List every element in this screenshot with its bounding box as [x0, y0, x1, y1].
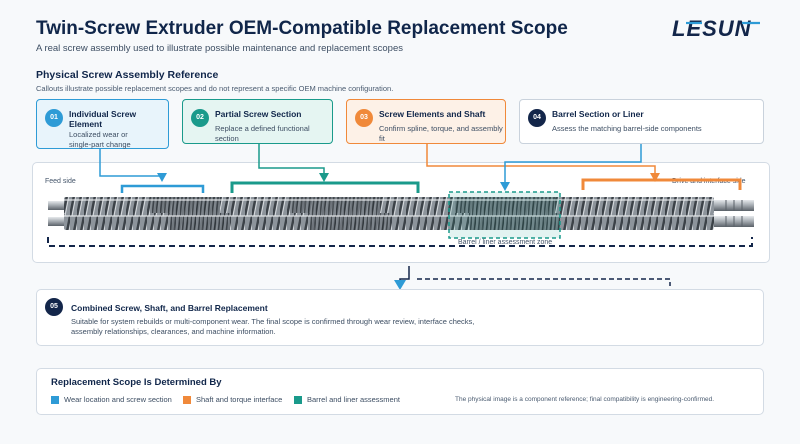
page-title: Twin-Screw Extruder OEM-Compatible Repla… — [36, 18, 568, 39]
connector-03 — [426, 144, 660, 182]
callout-04-desc: Assess the matching barrel-side componen… — [552, 124, 702, 133]
callout-01-badge: 01 — [45, 109, 63, 127]
callout-03-desc: Confirm spline, torque, and assembly fit — [379, 124, 503, 143]
legend-swatch-teal — [294, 396, 302, 404]
connector-02 — [258, 144, 329, 182]
callout-03-title: Screw Elements and Shaft — [379, 109, 486, 119]
scope-legend-card — [36, 368, 764, 415]
callout-02-badge: 02 — [191, 109, 209, 127]
page-subtitle: A real screw assembly used to illustrate… — [36, 43, 403, 54]
bracket-02 — [230, 181, 420, 193]
barrel-zone-label: Barrel / liner assessment zone — [458, 239, 553, 246]
connector-04 — [500, 144, 642, 191]
callout-02-title: Partial Screw Section — [215, 109, 302, 119]
callout-03-badge: 03 — [355, 109, 373, 127]
callout-02: 02 Partial Screw Section Replace a defin… — [182, 99, 333, 144]
combined-scope-frame — [47, 237, 753, 247]
legend-swatch-orange — [183, 396, 191, 404]
lesun-logo: LESUN — [672, 16, 760, 41]
bracket-01 — [120, 184, 205, 193]
connector-05 — [394, 266, 671, 290]
combined-replacement-card — [36, 289, 764, 346]
barrel-assessment-zone — [448, 191, 561, 239]
legend-swatch-blue — [51, 396, 59, 404]
scope-note: The physical image is a component refere… — [455, 396, 715, 403]
scope-heading: Replacement Scope Is Determined By — [51, 377, 222, 388]
connector-01 — [99, 149, 167, 182]
legend-label-barrel: Barrel and liner assessment — [307, 395, 400, 404]
bracket-03 — [581, 178, 742, 190]
combined-badge: 05 — [45, 298, 63, 316]
callout-04-badge: 04 — [528, 109, 546, 127]
combined-description: Suitable for system rebuilds or multi-co… — [71, 317, 475, 336]
callout-04: 04 Barrel Section or Liner Assess the ma… — [519, 99, 764, 144]
legend-label-wear: Wear location and screw section — [64, 395, 172, 404]
callout-02-desc: Replace a defined functional section — [215, 124, 310, 143]
combined-title: Combined Screw, Shaft, and Barrel Replac… — [71, 303, 268, 313]
reference-heading: Physical Screw Assembly Reference — [36, 69, 219, 81]
callout-03: 03 Screw Elements and Shaft Confirm spli… — [346, 99, 506, 144]
reference-note: Callouts illustrate possible replacement… — [36, 84, 394, 93]
feed-side-label: Feed side — [45, 178, 76, 185]
logo-text: LESUN — [672, 16, 752, 41]
twin-screw-image — [48, 197, 754, 230]
callout-04-title: Barrel Section or Liner — [552, 109, 644, 119]
legend-label-shaft: Shaft and torque interface — [196, 395, 283, 404]
